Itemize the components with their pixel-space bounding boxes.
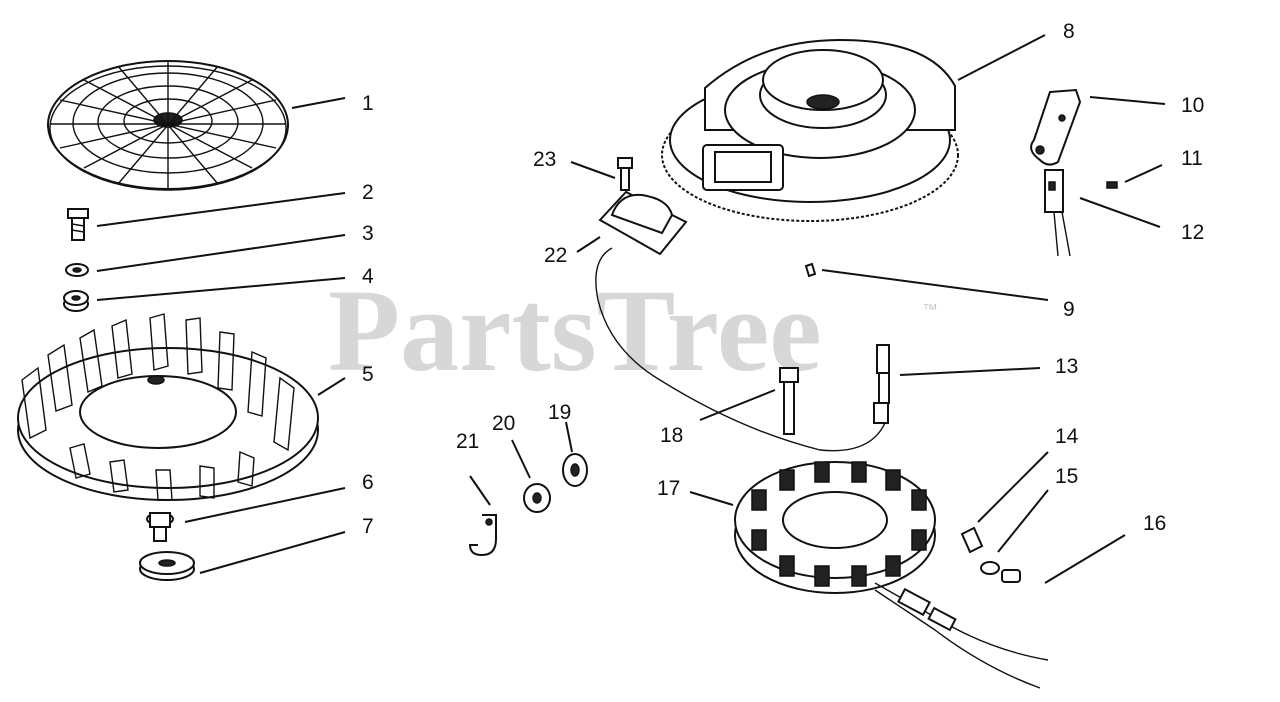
part-screw-23[interactable] (617, 157, 633, 191)
part-washer-7[interactable] (139, 551, 195, 581)
leader-8 (957, 34, 1046, 81)
part-clip-11[interactable] (1106, 181, 1118, 189)
callout-11[interactable]: 11 (1181, 147, 1203, 170)
callout-10[interactable]: 10 (1181, 94, 1204, 117)
part-washer-19[interactable] (562, 453, 588, 487)
callout-13[interactable]: 13 (1055, 355, 1078, 378)
callout-5[interactable]: 5 (362, 363, 374, 386)
part-bolt-6[interactable] (146, 512, 174, 542)
watermark-text: PartsTree (328, 265, 822, 396)
leader-9 (821, 269, 1049, 301)
callout-8[interactable]: 8 (1063, 20, 1075, 43)
part-washer-3[interactable] (65, 263, 89, 277)
part-bracket-10[interactable] (1030, 88, 1082, 166)
part-clamp-21[interactable] (468, 514, 497, 557)
callout-9[interactable]: 9 (1063, 298, 1075, 321)
leader-6 (184, 487, 346, 523)
leader-12 (1079, 197, 1161, 228)
part-flywheel[interactable] (661, 38, 959, 222)
callout-12[interactable]: 12 (1181, 221, 1204, 244)
callout-19[interactable]: 19 (548, 401, 571, 424)
leader-2 (96, 192, 346, 227)
callout-1[interactable]: 1 (362, 92, 374, 115)
part-washer-15[interactable] (980, 561, 1000, 575)
leader-17 (689, 491, 734, 506)
leader-22 (576, 236, 601, 253)
part-fan[interactable] (17, 313, 319, 501)
callout-15[interactable]: 15 (1055, 465, 1078, 488)
callout-2[interactable]: 2 (362, 181, 374, 204)
callout-7[interactable]: 7 (362, 515, 374, 538)
part-clip-14[interactable] (960, 526, 984, 554)
part-bolt-18[interactable] (779, 367, 799, 435)
part-screen[interactable] (47, 60, 289, 191)
leader-15 (997, 489, 1049, 553)
callout-20[interactable]: 20 (492, 412, 515, 435)
callout-3[interactable]: 3 (362, 222, 374, 245)
part-terminal-13[interactable] (873, 344, 890, 424)
callout-4[interactable]: 4 (362, 265, 374, 288)
part-key-9[interactable] (804, 262, 817, 278)
leader-lines (96, 34, 1166, 584)
callout-6[interactable]: 6 (362, 471, 374, 494)
leader-10 (1089, 96, 1166, 105)
part-switch-12[interactable] (1044, 169, 1071, 257)
callout-21[interactable]: 21 (456, 430, 479, 453)
leader-4 (96, 277, 346, 301)
leader-11 (1124, 164, 1163, 183)
callout-16[interactable]: 16 (1143, 512, 1166, 535)
leader-5 (317, 377, 346, 396)
callout-14[interactable]: 14 (1055, 425, 1079, 448)
leader-3 (96, 234, 346, 272)
leader-14 (977, 451, 1049, 523)
callout-18[interactable]: 18 (660, 424, 683, 447)
leader-7 (199, 531, 346, 574)
leader-19 (565, 421, 573, 453)
leader-1 (291, 97, 346, 109)
part-bolt-2[interactable] (67, 208, 89, 241)
leader-23 (570, 161, 616, 179)
watermark-trademark: ™ (922, 302, 938, 319)
callout-22[interactable]: 22 (544, 244, 567, 267)
part-spacer-4[interactable] (63, 290, 89, 312)
leader-13 (899, 367, 1041, 376)
part-screw-16[interactable] (1001, 569, 1021, 583)
leader-18 (699, 389, 776, 421)
leader-20 (511, 439, 531, 479)
callout-labels: 1 2 3 4 5 6 7 8 9 10 11 12 13 14 15 16 1… (362, 20, 1204, 538)
leader-21 (469, 475, 491, 506)
part-ignition-module[interactable] (595, 190, 886, 452)
callout-23[interactable]: 23 (533, 148, 556, 171)
part-stator[interactable] (734, 461, 1049, 689)
part-washer-20[interactable] (523, 483, 551, 513)
callout-17[interactable]: 17 (657, 477, 680, 500)
leader-16 (1044, 534, 1126, 584)
